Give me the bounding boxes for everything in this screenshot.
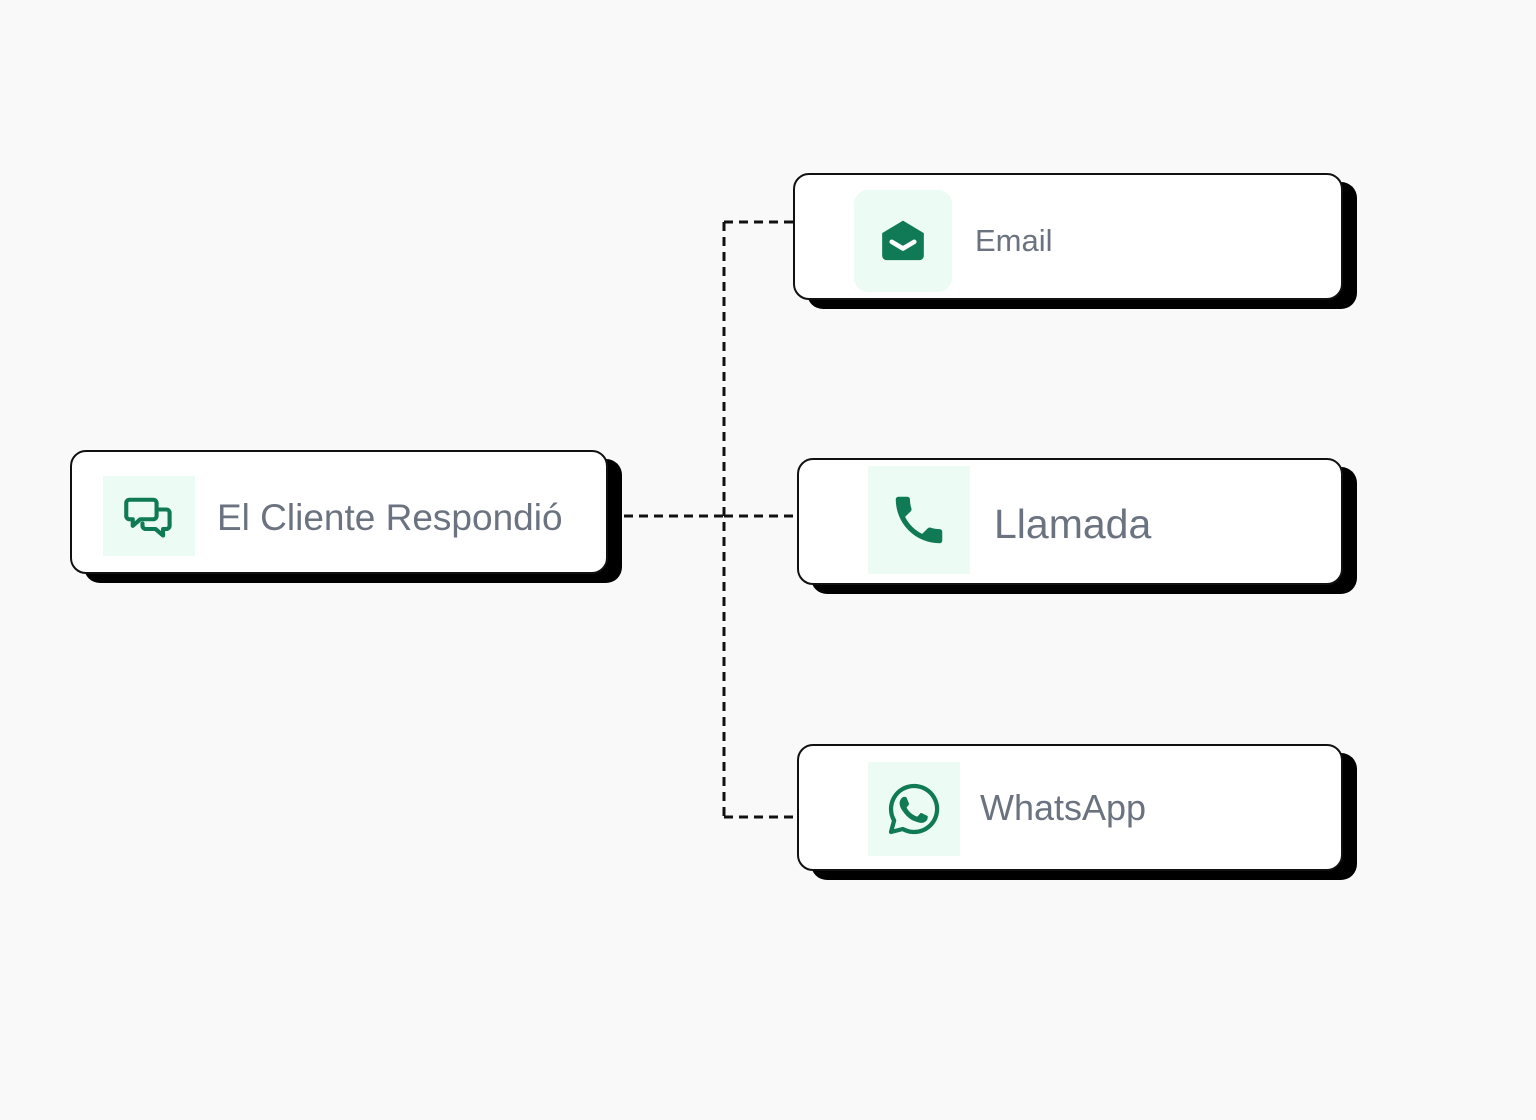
whatsapp-icon <box>888 783 940 835</box>
chat-bubbles-icon <box>124 497 172 538</box>
node-label: Llamada <box>994 501 1152 547</box>
node-icon-tile <box>103 476 195 556</box>
phone-icon <box>895 496 943 544</box>
envelope-open-icon <box>882 220 924 261</box>
node-label: El Cliente Respondió <box>217 497 563 538</box>
node-email[interactable]: Email <box>793 173 1343 300</box>
node-icon-tile <box>868 762 960 856</box>
node-icon-tile <box>868 466 970 574</box>
node-label: Email <box>975 223 1053 258</box>
node-icon-tile <box>854 190 952 292</box>
node-whatsapp[interactable]: WhatsApp <box>797 744 1343 871</box>
node-el-cliente-respondio[interactable]: El Cliente Respondió <box>70 450 608 574</box>
node-label: WhatsApp <box>980 787 1147 828</box>
node-llamada[interactable]: Llamada <box>797 458 1343 585</box>
